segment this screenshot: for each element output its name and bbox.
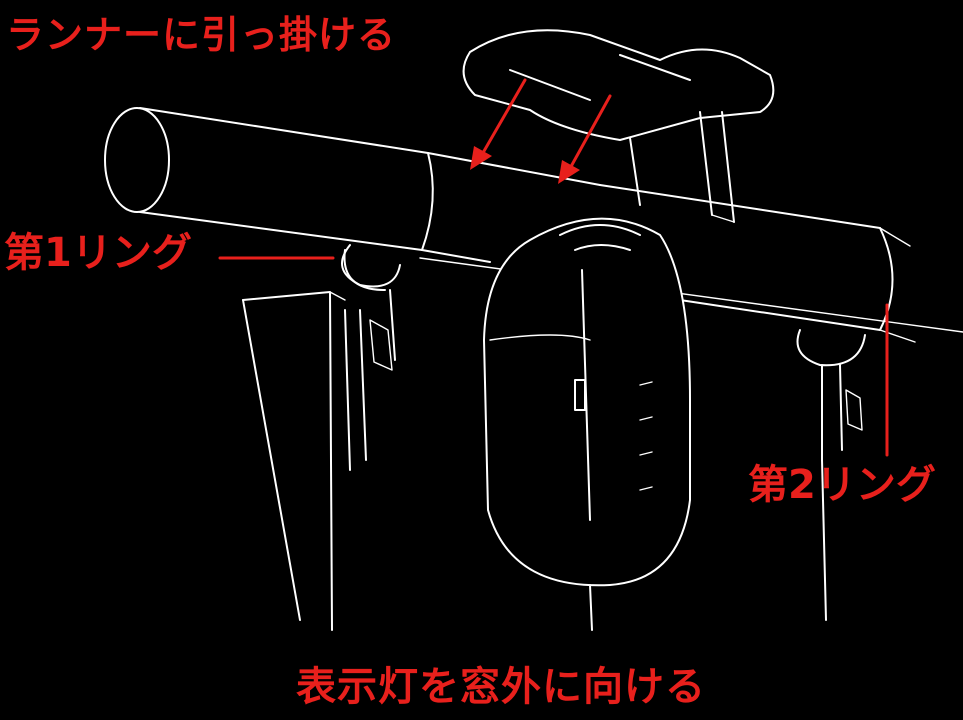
- down-left-arrow-icon: [478, 78, 527, 160]
- hook-on-runner-label: ランナーに引っ掛ける: [6, 13, 397, 57]
- leader-lines: [218, 256, 889, 457]
- second-ring: [796, 329, 866, 621]
- sensor-body: [483, 217, 691, 631]
- annotation-arrows: [470, 78, 612, 184]
- left-panel: [242, 291, 346, 631]
- runner: [462, 29, 775, 223]
- curtain-rail: [104, 107, 963, 343]
- first-ring-label: 第1リング: [4, 230, 192, 276]
- second-ring-label: 第2リング: [748, 462, 936, 508]
- down-left-arrow-icon: [566, 94, 612, 174]
- first-ring: [341, 244, 401, 471]
- arrowhead-icon: [558, 160, 580, 184]
- indicator-direction-label: 表示灯を窓外に向ける: [296, 664, 706, 710]
- arrowhead-icon: [470, 146, 492, 170]
